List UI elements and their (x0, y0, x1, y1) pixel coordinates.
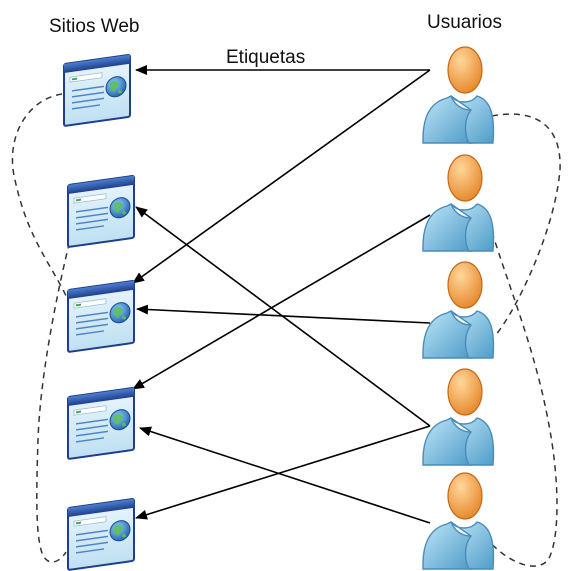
tag-arrow (139, 426, 431, 524)
user-icon-1 (422, 46, 495, 144)
tag-arrows (132, 65, 431, 524)
tags-label: Etiquetas (226, 47, 305, 68)
user-icon-4 (422, 368, 495, 466)
website-icon-4 (67, 386, 135, 460)
tag-arrow (135, 425, 431, 520)
user-icon-3 (422, 261, 495, 359)
website-cluster-outline (11, 93, 69, 301)
website-icon-3 (67, 279, 135, 353)
tag-arrow (132, 69, 431, 284)
website-cluster-outline-2 (36, 231, 73, 563)
user-cluster-outline (491, 113, 561, 337)
website-icon-5 (67, 497, 135, 571)
websites-title: Sitios Web (49, 16, 139, 37)
website-icon-1 (63, 53, 131, 127)
website-icon-2 (67, 174, 135, 248)
users-title: Usuarios (427, 12, 502, 33)
tag-arrow (132, 214, 431, 390)
tag-arrow (135, 206, 431, 427)
user-icon-5 (422, 472, 495, 570)
user-icon-2 (422, 154, 495, 252)
user-cluster-outline-2 (487, 231, 558, 567)
